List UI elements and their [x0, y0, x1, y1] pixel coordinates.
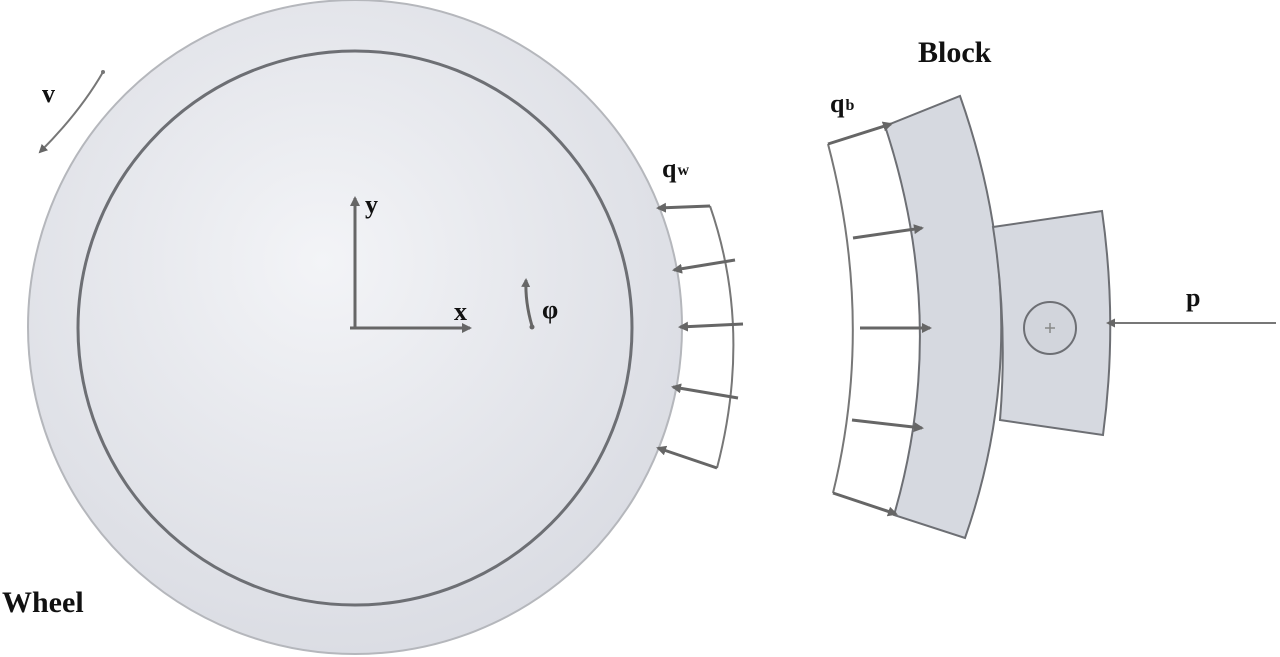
x-axis-label: x	[454, 297, 467, 326]
wheel-pressure-arrow	[672, 258, 736, 274]
force-label: p	[1186, 283, 1200, 312]
wheel-label: Wheel	[2, 586, 84, 619]
wheel-pressure-symbol: q	[662, 154, 677, 183]
wheel-pressure-arrow	[671, 383, 739, 400]
wheel-pressure-arrow	[678, 321, 744, 332]
velocity-label: v	[42, 79, 55, 108]
angle-arrow-tail	[529, 324, 535, 330]
block-pressure-envelope	[827, 143, 854, 494]
wheel-pressure-arrow	[656, 445, 718, 470]
block-pressure-arrow	[827, 121, 893, 146]
block-pressure-arrow	[852, 224, 924, 240]
block-pressure-symbol: q	[830, 89, 845, 118]
block-pressure-distribution	[827, 121, 932, 517]
block-pressure-subscript: b	[845, 97, 854, 114]
brake-lining	[883, 94, 1003, 540]
block-label: Block	[918, 36, 992, 69]
wheel-pressure-label: qw	[662, 154, 689, 183]
wheel-pressure-distribution	[656, 202, 744, 470]
block-pressure-arrow	[832, 491, 898, 517]
coordinate-axes	[350, 196, 472, 333]
wheel-pressure-subscript: w	[677, 162, 689, 179]
angle-arrow	[521, 278, 534, 327]
block-pressure-label: qb	[830, 89, 854, 118]
wheel-pressure-arrow	[656, 202, 711, 213]
wheel-pressure-envelope	[709, 205, 735, 469]
angle-label: φ	[542, 295, 558, 324]
brake-block	[883, 94, 1112, 540]
velocity-arrow-tail	[101, 70, 105, 74]
wheel-inner-rim	[76, 49, 634, 607]
velocity-arrow	[38, 71, 104, 154]
block-pressure-arrow	[851, 418, 924, 433]
y-axis-label: y	[365, 190, 378, 219]
